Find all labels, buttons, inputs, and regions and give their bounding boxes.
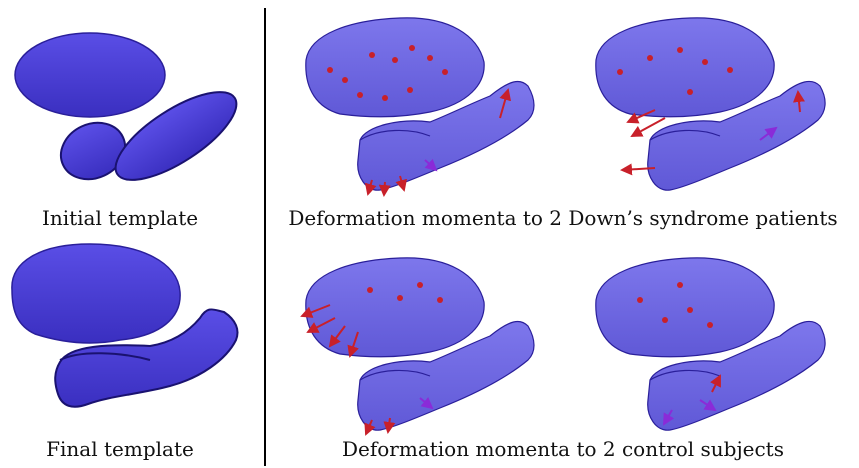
caption-initial-template: Initial template [20, 206, 220, 230]
control-subject-2-shape [596, 258, 825, 430]
initial-template-shape [15, 33, 249, 196]
caption-down-syndrome: Deformation momenta to 2 Down’s syndrome… [270, 206, 856, 230]
caption-control-subjects: Deformation momenta to 2 control subject… [270, 437, 856, 461]
final-template-shape [12, 244, 238, 407]
down-patient-1-shape [306, 18, 534, 190]
down-patient-2-shape [596, 18, 825, 190]
caption-final-template: Final template [20, 437, 220, 461]
